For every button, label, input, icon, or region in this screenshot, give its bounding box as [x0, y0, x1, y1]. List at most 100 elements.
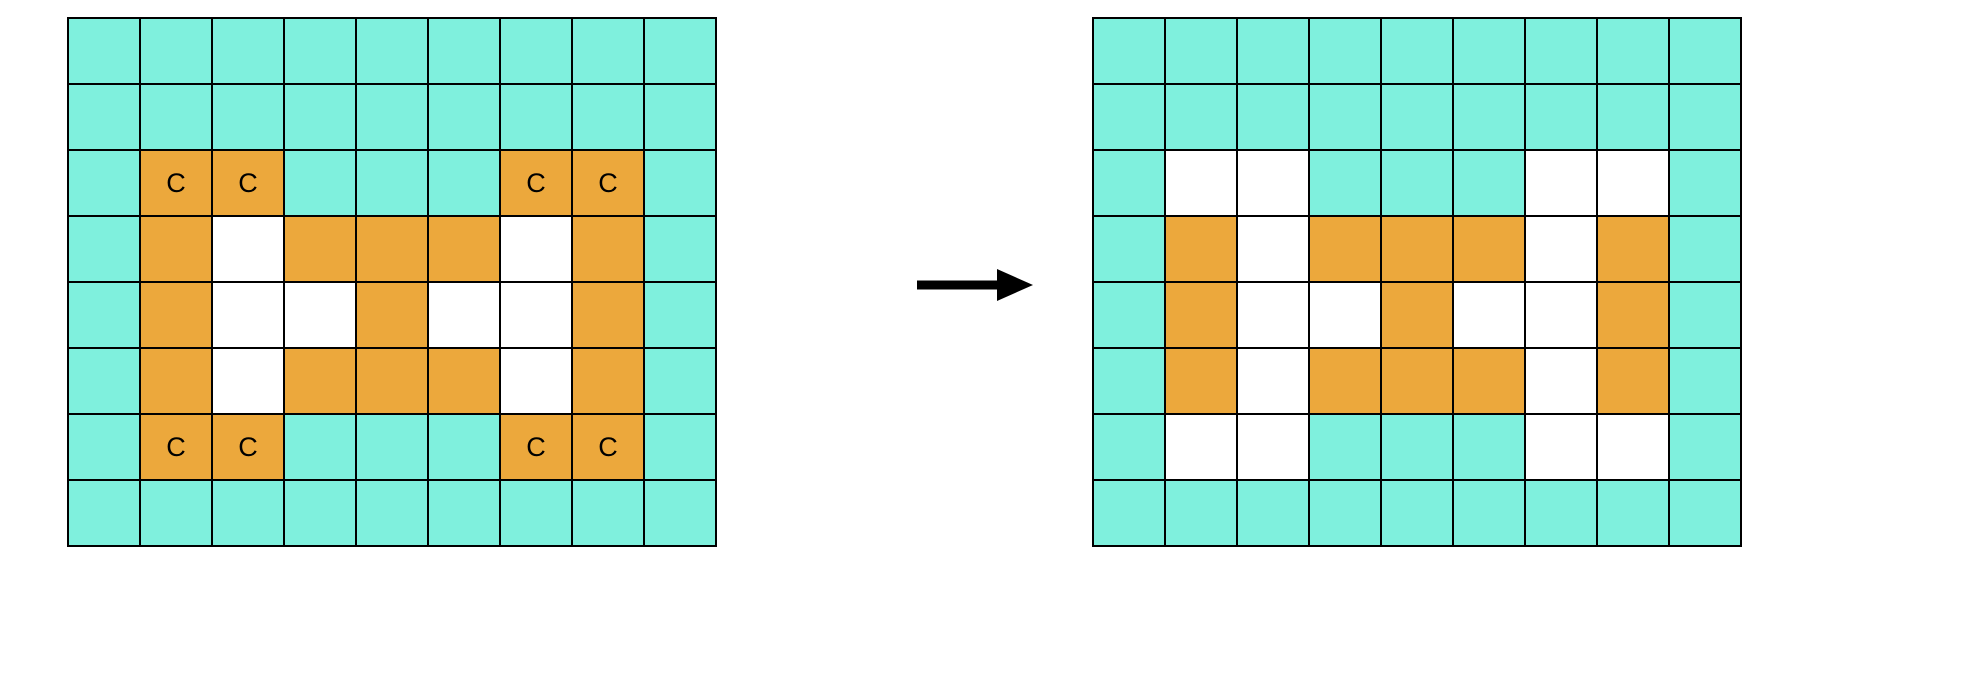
input-grid-cell: C — [501, 415, 573, 481]
output-grid-cell — [1454, 151, 1526, 217]
input-grid-cell — [213, 349, 285, 415]
output-grid-cell — [1238, 85, 1310, 151]
output-grid-cell — [1382, 217, 1454, 283]
output-grid-cell — [1382, 349, 1454, 415]
input-grid-cell — [429, 217, 501, 283]
input-grid-cell — [429, 19, 501, 85]
output-grid-cell — [1526, 415, 1598, 481]
output-grid-cell — [1094, 217, 1166, 283]
output-grid-cell — [1598, 481, 1670, 547]
output-grid-cell — [1094, 151, 1166, 217]
output-grid-cell — [1094, 19, 1166, 85]
input-grid-cell — [429, 349, 501, 415]
output-grid-cell — [1166, 415, 1238, 481]
output-grid-cell — [1166, 349, 1238, 415]
output-grid-cell — [1670, 481, 1742, 547]
output-grid-cell — [1598, 217, 1670, 283]
input-grid-cell — [357, 217, 429, 283]
input-grid-cell — [69, 283, 141, 349]
transformation-arrow — [915, 265, 1035, 305]
input-grid-cell — [573, 19, 645, 85]
output-grid-cell — [1526, 349, 1598, 415]
input-grid-cell — [573, 85, 645, 151]
input-grid-cell — [285, 349, 357, 415]
output-grid-cell — [1670, 349, 1742, 415]
output-grid — [1092, 17, 1742, 547]
input-grid-cell — [285, 19, 357, 85]
input-grid-cell — [141, 217, 213, 283]
input-grid-cell — [645, 415, 717, 481]
output-grid-cell — [1382, 85, 1454, 151]
output-grid-cell — [1310, 85, 1382, 151]
output-grid-cell — [1166, 151, 1238, 217]
input-grid-cell — [645, 217, 717, 283]
output-grid-cell — [1454, 415, 1526, 481]
input-grid-cell — [69, 217, 141, 283]
input-grid-cell — [429, 415, 501, 481]
input-grid-cell — [213, 217, 285, 283]
input-grid-cell — [213, 481, 285, 547]
input-grid-cell — [141, 85, 213, 151]
output-grid-cell — [1310, 481, 1382, 547]
input-grid-cell — [141, 19, 213, 85]
output-grid-cell — [1094, 283, 1166, 349]
input-grid-cell — [357, 85, 429, 151]
output-grid-cell — [1454, 481, 1526, 547]
input-grid-cell — [573, 217, 645, 283]
input-grid-cell — [357, 283, 429, 349]
output-grid-cell — [1454, 85, 1526, 151]
input-grid-cell — [357, 19, 429, 85]
output-grid-cell — [1526, 217, 1598, 283]
input-grid-cell — [69, 85, 141, 151]
output-grid-panel — [1092, 17, 1742, 547]
input-grid-cell — [429, 85, 501, 151]
output-grid-cell — [1310, 415, 1382, 481]
input-grid-cell — [501, 85, 573, 151]
output-grid-cell — [1310, 283, 1382, 349]
output-grid-cell — [1238, 481, 1310, 547]
input-grid-cell — [141, 481, 213, 547]
input-grid-cell — [501, 349, 573, 415]
input-grid-cell — [573, 349, 645, 415]
output-grid-cell — [1238, 19, 1310, 85]
output-grid-cell — [1094, 481, 1166, 547]
output-grid-cell — [1238, 415, 1310, 481]
output-grid-cell — [1598, 151, 1670, 217]
output-grid-cell — [1166, 481, 1238, 547]
input-grid-cell — [69, 349, 141, 415]
output-grid-cell — [1454, 349, 1526, 415]
input-grid-cell — [285, 85, 357, 151]
input-grid-cell — [285, 283, 357, 349]
output-grid-cell — [1598, 19, 1670, 85]
input-grid-cell — [645, 283, 717, 349]
output-grid-cell — [1526, 19, 1598, 85]
input-grid-cell — [357, 151, 429, 217]
input-grid-cell — [573, 283, 645, 349]
output-grid-cell — [1382, 19, 1454, 85]
input-grid-cell: C — [573, 151, 645, 217]
input-grid-cell — [501, 19, 573, 85]
output-grid-cell — [1166, 19, 1238, 85]
right-arrow-icon — [917, 269, 1033, 301]
output-grid-cell — [1670, 151, 1742, 217]
input-grid-cell — [645, 19, 717, 85]
input-grid-cell — [141, 283, 213, 349]
input-grid-cell: C — [573, 415, 645, 481]
input-grid-cell — [69, 415, 141, 481]
output-grid-cell — [1526, 85, 1598, 151]
input-grid-cell: C — [141, 151, 213, 217]
output-grid-cell — [1526, 283, 1598, 349]
input-grid-cell — [285, 415, 357, 481]
output-grid-cell — [1454, 217, 1526, 283]
input-grid-cell — [429, 283, 501, 349]
input-grid-cell — [429, 151, 501, 217]
output-grid-cell — [1094, 349, 1166, 415]
input-grid-cell — [213, 85, 285, 151]
input-grid-cell — [357, 415, 429, 481]
input-grid-cell: C — [213, 415, 285, 481]
input-grid-cell — [213, 283, 285, 349]
input-grid-cell — [645, 349, 717, 415]
